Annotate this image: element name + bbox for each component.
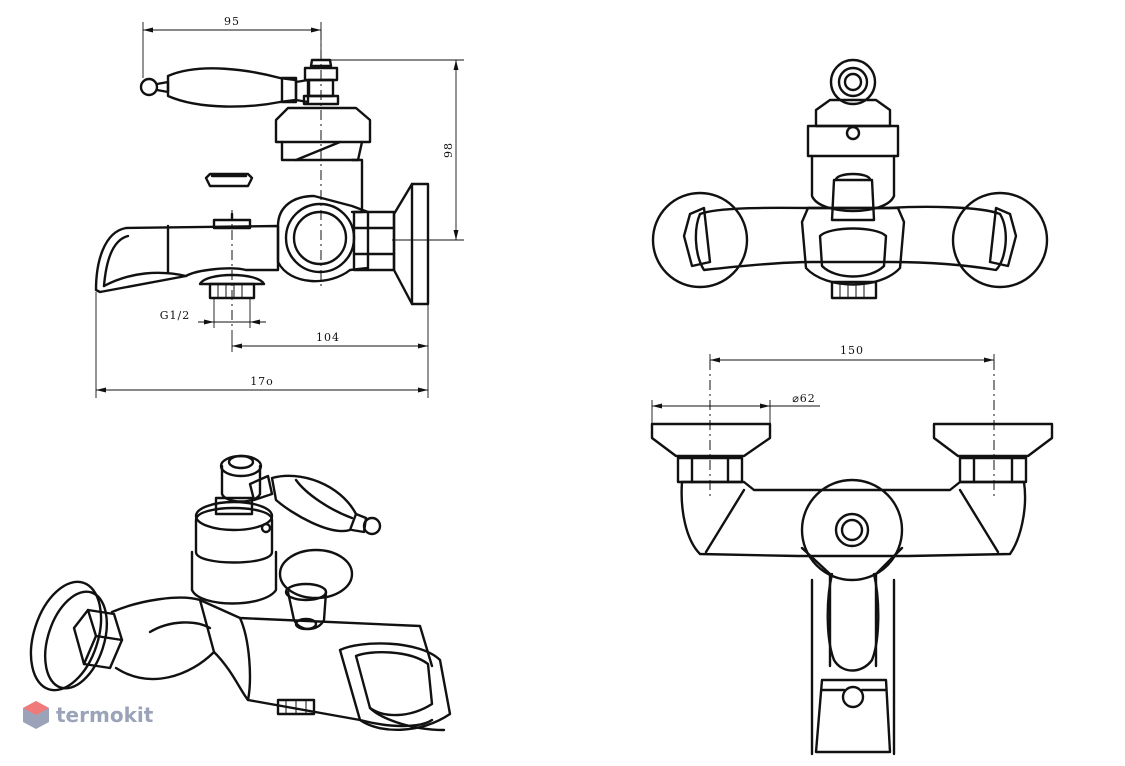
dim-150-label: 150 [840,344,864,357]
iso-view [29,454,452,732]
side-spout [94,212,280,300]
side-body-elbow [276,194,396,283]
side-view: 95 98 G1/2 104 [94,15,464,398]
front-view: 150 ⌀62 [650,344,1054,756]
side-cartridge [274,58,372,162]
top-view [651,58,1049,300]
dim-150: 150 [709,344,995,370]
dim-g12-label: G1/2 [160,309,191,322]
dim-170-label: 17o [250,375,274,388]
side-wall-flange [392,182,430,306]
dim-104: 104 [231,304,429,398]
side-handle-lever [139,67,310,108]
brand-logo-icon [23,701,49,729]
brand-logo: termokit [22,700,153,730]
dim-98: 98 [330,59,464,241]
dim-95-label: 95 [224,15,240,28]
side-diverter-knob [204,172,254,188]
dim-g12: G1/2 [160,298,266,328]
dim-95: 95 [142,15,322,78]
brand-name: termokit [56,703,154,727]
dim-170: 17o [95,292,428,398]
dim-104-label: 104 [316,331,340,344]
dim-62-label: ⌀62 [792,392,816,405]
dim-62: ⌀62 [651,392,820,424]
dim-98-label: 98 [442,142,455,158]
